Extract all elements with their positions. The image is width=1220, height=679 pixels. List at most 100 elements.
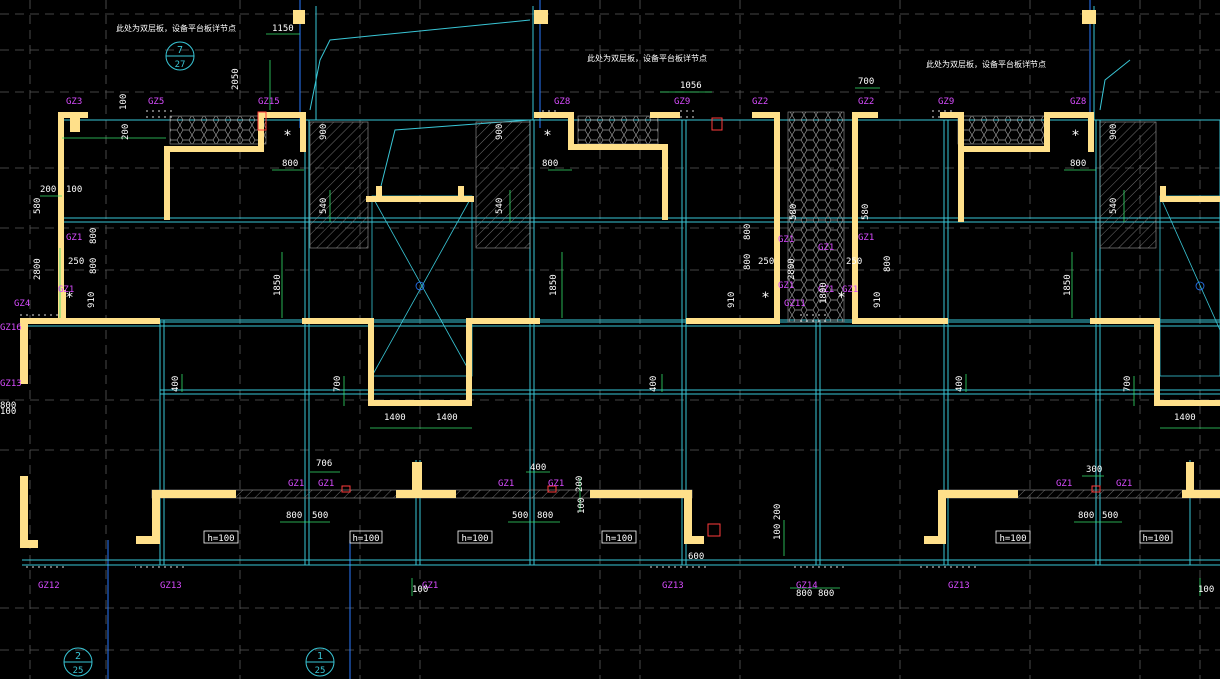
column-tag: GZ5 xyxy=(148,97,164,107)
dimension-label: 540 xyxy=(319,198,329,214)
dimension-label: 1400 xyxy=(384,413,406,423)
dimension-label: 500 xyxy=(312,511,328,521)
column-tag: GZ1 xyxy=(858,233,874,243)
callout-sheet-number: 27 xyxy=(175,60,186,70)
dimension-label: 910 xyxy=(727,292,737,308)
dimension-label: 800 xyxy=(537,511,553,521)
dimension-lines xyxy=(40,33,1220,596)
dimension-label: 800 xyxy=(883,256,893,272)
dimension-label: 800 xyxy=(796,589,812,599)
callout-sheet-number: 25 xyxy=(73,666,84,676)
column-tag: GZ8 xyxy=(1070,97,1086,107)
dimension-label: 200 xyxy=(773,504,783,520)
column-tag: GZ1 xyxy=(318,479,334,489)
red-markers xyxy=(257,111,1101,537)
dimension-label: 700 xyxy=(858,77,874,87)
dimension-label: 800 xyxy=(286,511,302,521)
column-tag: GZ1 xyxy=(66,233,82,243)
dimension-label: 800 xyxy=(542,159,558,169)
dimension-label: 580 xyxy=(33,198,43,214)
column-tag: GZ11 xyxy=(784,299,806,309)
svg-text:*: * xyxy=(66,290,73,306)
dimension-label: 100 xyxy=(1198,585,1214,595)
column-tag: GZ14 xyxy=(796,581,818,591)
callout-top-number: 7 xyxy=(177,45,183,56)
slab-thickness-label: h=100 xyxy=(461,534,488,544)
dimension-label: 300 xyxy=(1086,465,1102,475)
note-text: 此处为双层板，设备平台板详节点 xyxy=(587,53,707,63)
dimension-label: 900 xyxy=(495,124,505,140)
callout-sheet-number: 25 xyxy=(315,666,326,676)
dimension-label: 580 xyxy=(789,204,799,220)
dimension-label: 2800 xyxy=(33,258,43,280)
column-tag: GZ13 xyxy=(0,379,22,389)
column-tag: GZ15 xyxy=(258,97,280,107)
dimension-label: 2050 xyxy=(231,68,241,90)
svg-text:*: * xyxy=(762,290,769,306)
column-tag: GZ13 xyxy=(662,581,684,591)
column-tag: GZ1 xyxy=(422,581,438,591)
dimension-label: 1850 xyxy=(1063,274,1073,296)
column-tag: GZ1 xyxy=(1116,479,1132,489)
column-tag: GZ1 xyxy=(288,479,304,489)
dimension-label: 250 xyxy=(846,257,862,267)
dimension-label: 800 xyxy=(743,254,753,270)
column-tag: GZ1 xyxy=(818,285,834,295)
column-tag: GZ9 xyxy=(938,97,954,107)
dimension-label: 800 xyxy=(1078,511,1094,521)
dimension-label: 100 xyxy=(577,498,587,514)
dimension-label: 700 xyxy=(333,376,343,392)
note-text: 此处为双层板，设备平台板详节点 xyxy=(926,59,1046,69)
detail-callout-icon xyxy=(63,41,335,677)
column-tag: GZ8 xyxy=(554,97,570,107)
column-tag: GZ13 xyxy=(948,581,970,591)
column-tag: GZ1 xyxy=(842,285,858,295)
dimension-label: 800 xyxy=(1070,159,1086,169)
slab-thickness-label: h=100 xyxy=(1142,534,1169,544)
dimension-label: 500 xyxy=(512,511,528,521)
dimension-label: 1400 xyxy=(436,413,458,423)
column-tag: GZ2 xyxy=(752,97,768,107)
dimension-label: 400 xyxy=(649,376,659,392)
elevator-shaft-cross-icon xyxy=(371,195,1220,377)
dimension-label: 200 xyxy=(40,185,56,195)
dimension-label: 800 xyxy=(818,589,834,599)
dimension-label: 100 xyxy=(412,585,428,595)
callout-top-number: 1 xyxy=(317,651,323,662)
column-tag: GZ9 xyxy=(674,97,690,107)
dimension-label: 1056 xyxy=(680,81,702,91)
slab-thickness-label: h=100 xyxy=(605,534,632,544)
column-tag: GZ1 xyxy=(778,281,794,291)
dimension-label: 800 xyxy=(89,228,99,244)
column-tag: GZ1 xyxy=(1056,479,1072,489)
hatch-regions xyxy=(20,110,1220,570)
dimension-label: 706 xyxy=(316,459,332,469)
dimension-label: 1850 xyxy=(549,274,559,296)
dimension-label: 800 xyxy=(89,258,99,274)
svg-text:*: * xyxy=(1072,128,1079,144)
dimension-label: 2800 xyxy=(787,258,797,280)
column-tag: GZ1 xyxy=(818,243,834,253)
beam-lines xyxy=(22,6,1220,566)
dimension-label: 910 xyxy=(87,292,97,308)
dimension-label: 100 xyxy=(0,407,16,417)
dimension-label: 200 xyxy=(575,476,585,492)
dimension-label: 700 xyxy=(1123,376,1133,392)
dimension-label: 540 xyxy=(1109,198,1119,214)
dimension-label: 900 xyxy=(319,124,329,140)
column-tag: GZ3 xyxy=(66,97,82,107)
slab-label-boxes xyxy=(203,530,1173,544)
dimension-label: 100 xyxy=(773,524,783,540)
column-tag: GZ1 xyxy=(58,285,74,295)
dimension-label: 200 xyxy=(121,124,131,140)
dimension-label: 600 xyxy=(688,552,704,562)
dimension-label: 100 xyxy=(66,185,82,195)
svg-text:*: * xyxy=(544,128,551,144)
dimension-label: 400 xyxy=(955,376,965,392)
shear-walls xyxy=(20,10,1220,548)
svg-text:*: * xyxy=(284,128,291,144)
dimension-label: 800 xyxy=(0,401,16,411)
slab-thickness-label: h=100 xyxy=(207,534,234,544)
star-markers: * * * * * * xyxy=(66,128,1079,306)
